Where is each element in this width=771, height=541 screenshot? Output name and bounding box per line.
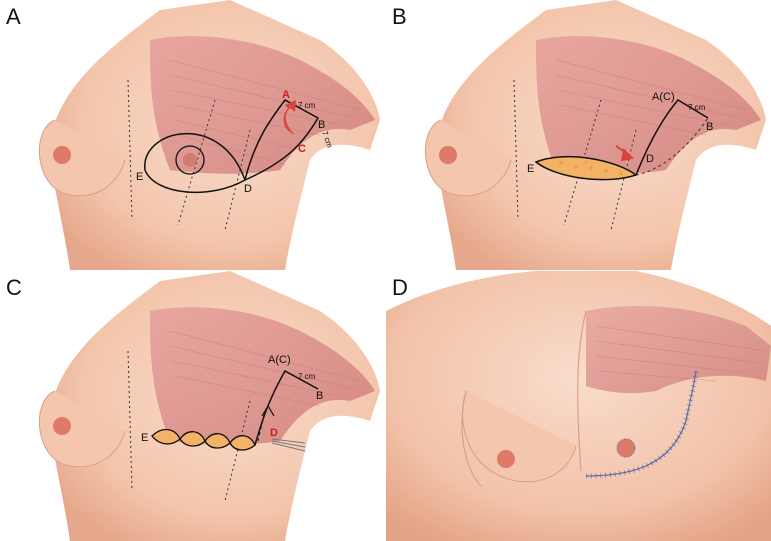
nipple-circle [175,145,205,175]
panel-letter: C [6,275,22,300]
point-d-label: D [270,427,278,439]
left-nipple [497,450,515,468]
point-b-label: B [316,390,323,402]
panel-letter: B [392,4,407,29]
pectoral-muscle [586,306,771,394]
panel-c: A(C) B D E 7 cm C [0,271,385,541]
point-ac-label: A(C) [652,91,675,103]
curved-arrow-icon [283,100,296,135]
distance-ab-label: 7 cm [688,103,706,112]
panel-d-illustration [386,271,771,541]
panel-b-illustration: A(C) B D E 7 cm [424,0,766,270]
suture-needle-icon [271,438,306,452]
torso-skin [386,271,771,541]
panel-letter: A [6,4,21,29]
point-b-label: B [318,119,325,131]
point-a-label: A [282,89,290,101]
midline [127,79,133,221]
point-e-label: E [136,171,143,183]
flap-outline [244,99,320,181]
distance-ab-label: 7 cm [298,372,316,381]
panel-a-illustration: A B C D E 7 cm 7 cm [38,0,381,270]
pectoral-muscle [150,36,375,174]
right-breast [38,119,126,197]
panel-letter: D [392,275,408,300]
reconstructed-nipple [616,438,636,458]
incision-ellipse [144,132,246,194]
panel-d: D [386,271,771,541]
point-c-label: C [298,143,306,155]
closure-seam [151,428,256,451]
point-ac-label: A(C) [268,354,291,366]
panel-a: A B C D E 7 cm 7 cm A [0,0,385,270]
point-d-label: D [646,153,654,165]
panel-b: A(C) B D E 7 cm B [386,0,771,270]
panel-c-illustration: A(C) B D E 7 cm [38,271,381,541]
point-e-label: E [527,163,534,175]
curved-arrow-icon [615,145,635,162]
point-e-label: E [141,432,148,444]
distance-ab-label: 7 cm [298,101,316,110]
suture-line [585,370,697,477]
point-d-label: D [244,183,252,195]
left-breast [462,390,577,483]
right-nipple [53,146,71,164]
point-b-label: B [706,121,713,133]
